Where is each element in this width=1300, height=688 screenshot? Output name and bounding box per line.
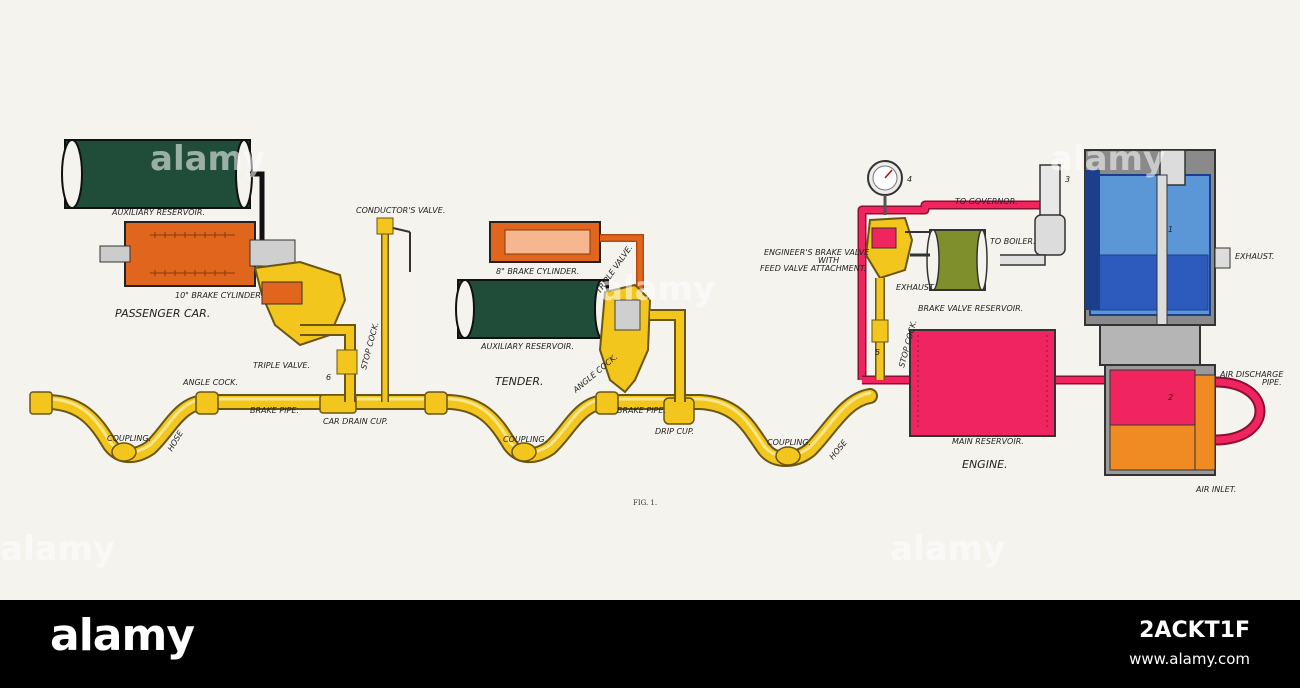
label-tender: TENDER.	[495, 375, 543, 388]
reservoir-end-cap	[61, 139, 83, 209]
conductors-valve	[376, 217, 394, 235]
watermarks: alamy alamy alamy alamy alamy	[0, 139, 1165, 569]
site-url: www.alamy.com	[1129, 650, 1250, 668]
air-brake-diagram: AUXILIARY RESERVOIR. 10" BRAKE CYLINDER.…	[0, 139, 1285, 569]
end-fitting	[29, 391, 53, 415]
watermark: alamy	[150, 139, 265, 179]
boiler-pipe	[1000, 254, 1046, 266]
label-to-governor: TO GOVERNOR.	[955, 197, 1018, 206]
alamy-logo: alamy	[50, 610, 195, 661]
label-exhaust-pump: EXHAUST.	[1235, 252, 1274, 261]
label-coupling-engine: COUPLING.	[767, 438, 811, 447]
coupling	[511, 442, 537, 462]
coupling	[775, 446, 801, 466]
label-to-boiler: TO BOILER.	[990, 237, 1035, 246]
watermark: alamy	[0, 529, 115, 569]
triple-valve-port	[261, 281, 303, 305]
label-engine: ENGINE.	[962, 458, 1008, 471]
label-coupling-tender: COUPLING.	[503, 435, 547, 444]
label-engineers-brake-valve-2: WITH	[818, 256, 839, 265]
main-reservoir	[909, 329, 1056, 437]
label-brake-cylinder-8: 8" BRAKE CYLINDER.	[496, 267, 579, 276]
image-id: 2ACKT1F	[1139, 618, 1250, 643]
angle-cock	[595, 391, 619, 415]
watermark: alamy	[600, 269, 715, 309]
piston-rod	[99, 245, 131, 263]
label-stop-cock-car: STOP COCK.	[359, 321, 380, 371]
label-brake-valve-reservoir: BRAKE VALVE RESERVOIR.	[918, 304, 1023, 313]
angle-cock	[424, 391, 448, 415]
stop-cock-car	[336, 349, 358, 375]
cylinder-spring	[504, 229, 591, 255]
figure-caption: FIG. 1.	[633, 499, 657, 507]
label-coupling-car: COUPLING.	[107, 434, 151, 443]
stop-cock-engine	[871, 319, 889, 343]
label-num-1: 1	[1168, 225, 1173, 234]
cylinder-head	[249, 239, 296, 267]
tender-group	[455, 221, 686, 402]
diagram-canvas: AUXILIARY RESERVOIR. 10" BRAKE CYLINDER.…	[0, 139, 1285, 569]
watermark-footer: alamy 2ACKT1F www.alamy.com	[0, 600, 1300, 688]
label-auxiliary-reservoir-tender: AUXILIARY RESERVOIR.	[480, 342, 574, 351]
angle-cock	[195, 391, 219, 415]
label-brake-pipe-car: BRAKE PIPE.	[250, 406, 299, 415]
label-brake-cylinder-10: 10" BRAKE CYLINDER.	[175, 291, 263, 300]
auxiliary-reservoir-tender	[457, 279, 609, 339]
label-auxiliary-reservoir-car: AUXILIARY RESERVOIR.	[111, 208, 205, 217]
cylinder-spring	[150, 232, 235, 276]
label-num-6: 6	[326, 373, 331, 382]
brake-cylinder-10	[124, 221, 256, 287]
label-exhaust-valve: EXHAUST.	[896, 283, 935, 292]
brake-pipe-line	[32, 388, 878, 467]
label-conductors-valve: CONDUCTOR'S VALVE.	[356, 206, 445, 215]
label-triple-valve-car: TRIPLE VALVE.	[253, 361, 310, 370]
label-engineers-brake-valve-1: ENGINEER'S BRAKE VALVE	[764, 248, 870, 257]
engine-group	[857, 149, 1266, 476]
label-car-drain-cup: CAR DRAIN CUP.	[323, 417, 388, 426]
watermark: alamy	[890, 529, 1005, 569]
label-angle-cock-car: ANGLE COCK.	[182, 378, 238, 387]
label-air-discharge-pipe-1: AIR DISCHARGE	[1219, 370, 1284, 379]
label-hose-engine: HOSE	[828, 438, 850, 462]
label-num-4: 4	[907, 175, 912, 184]
label-air-inlet: AIR INLET.	[1195, 485, 1236, 494]
label-num-2: 2	[1168, 393, 1173, 402]
watermark: alamy	[1050, 139, 1165, 179]
pump-midsection	[1099, 324, 1201, 366]
coupling	[111, 442, 137, 462]
label-num-5: 5	[875, 348, 880, 357]
label-passenger-car: PASSENGER CAR.	[115, 307, 210, 320]
reservoir-pipe	[250, 171, 265, 255]
label-main-reservoir: MAIN RESERVOIR.	[952, 437, 1024, 446]
label-drip-cup: DRIP CUP.	[655, 427, 694, 436]
label-air-discharge-pipe-2: PIPE.	[1262, 378, 1282, 387]
main-reservoir-pipes	[857, 200, 1266, 446]
label-brake-pipe-tender: BRAKE PIPE.	[617, 406, 666, 415]
label-num-3: 3	[1065, 175, 1070, 184]
passenger-car-group	[61, 139, 411, 402]
label-engineers-brake-valve-3: FEED VALVE ATTACHMENT.	[760, 264, 866, 273]
